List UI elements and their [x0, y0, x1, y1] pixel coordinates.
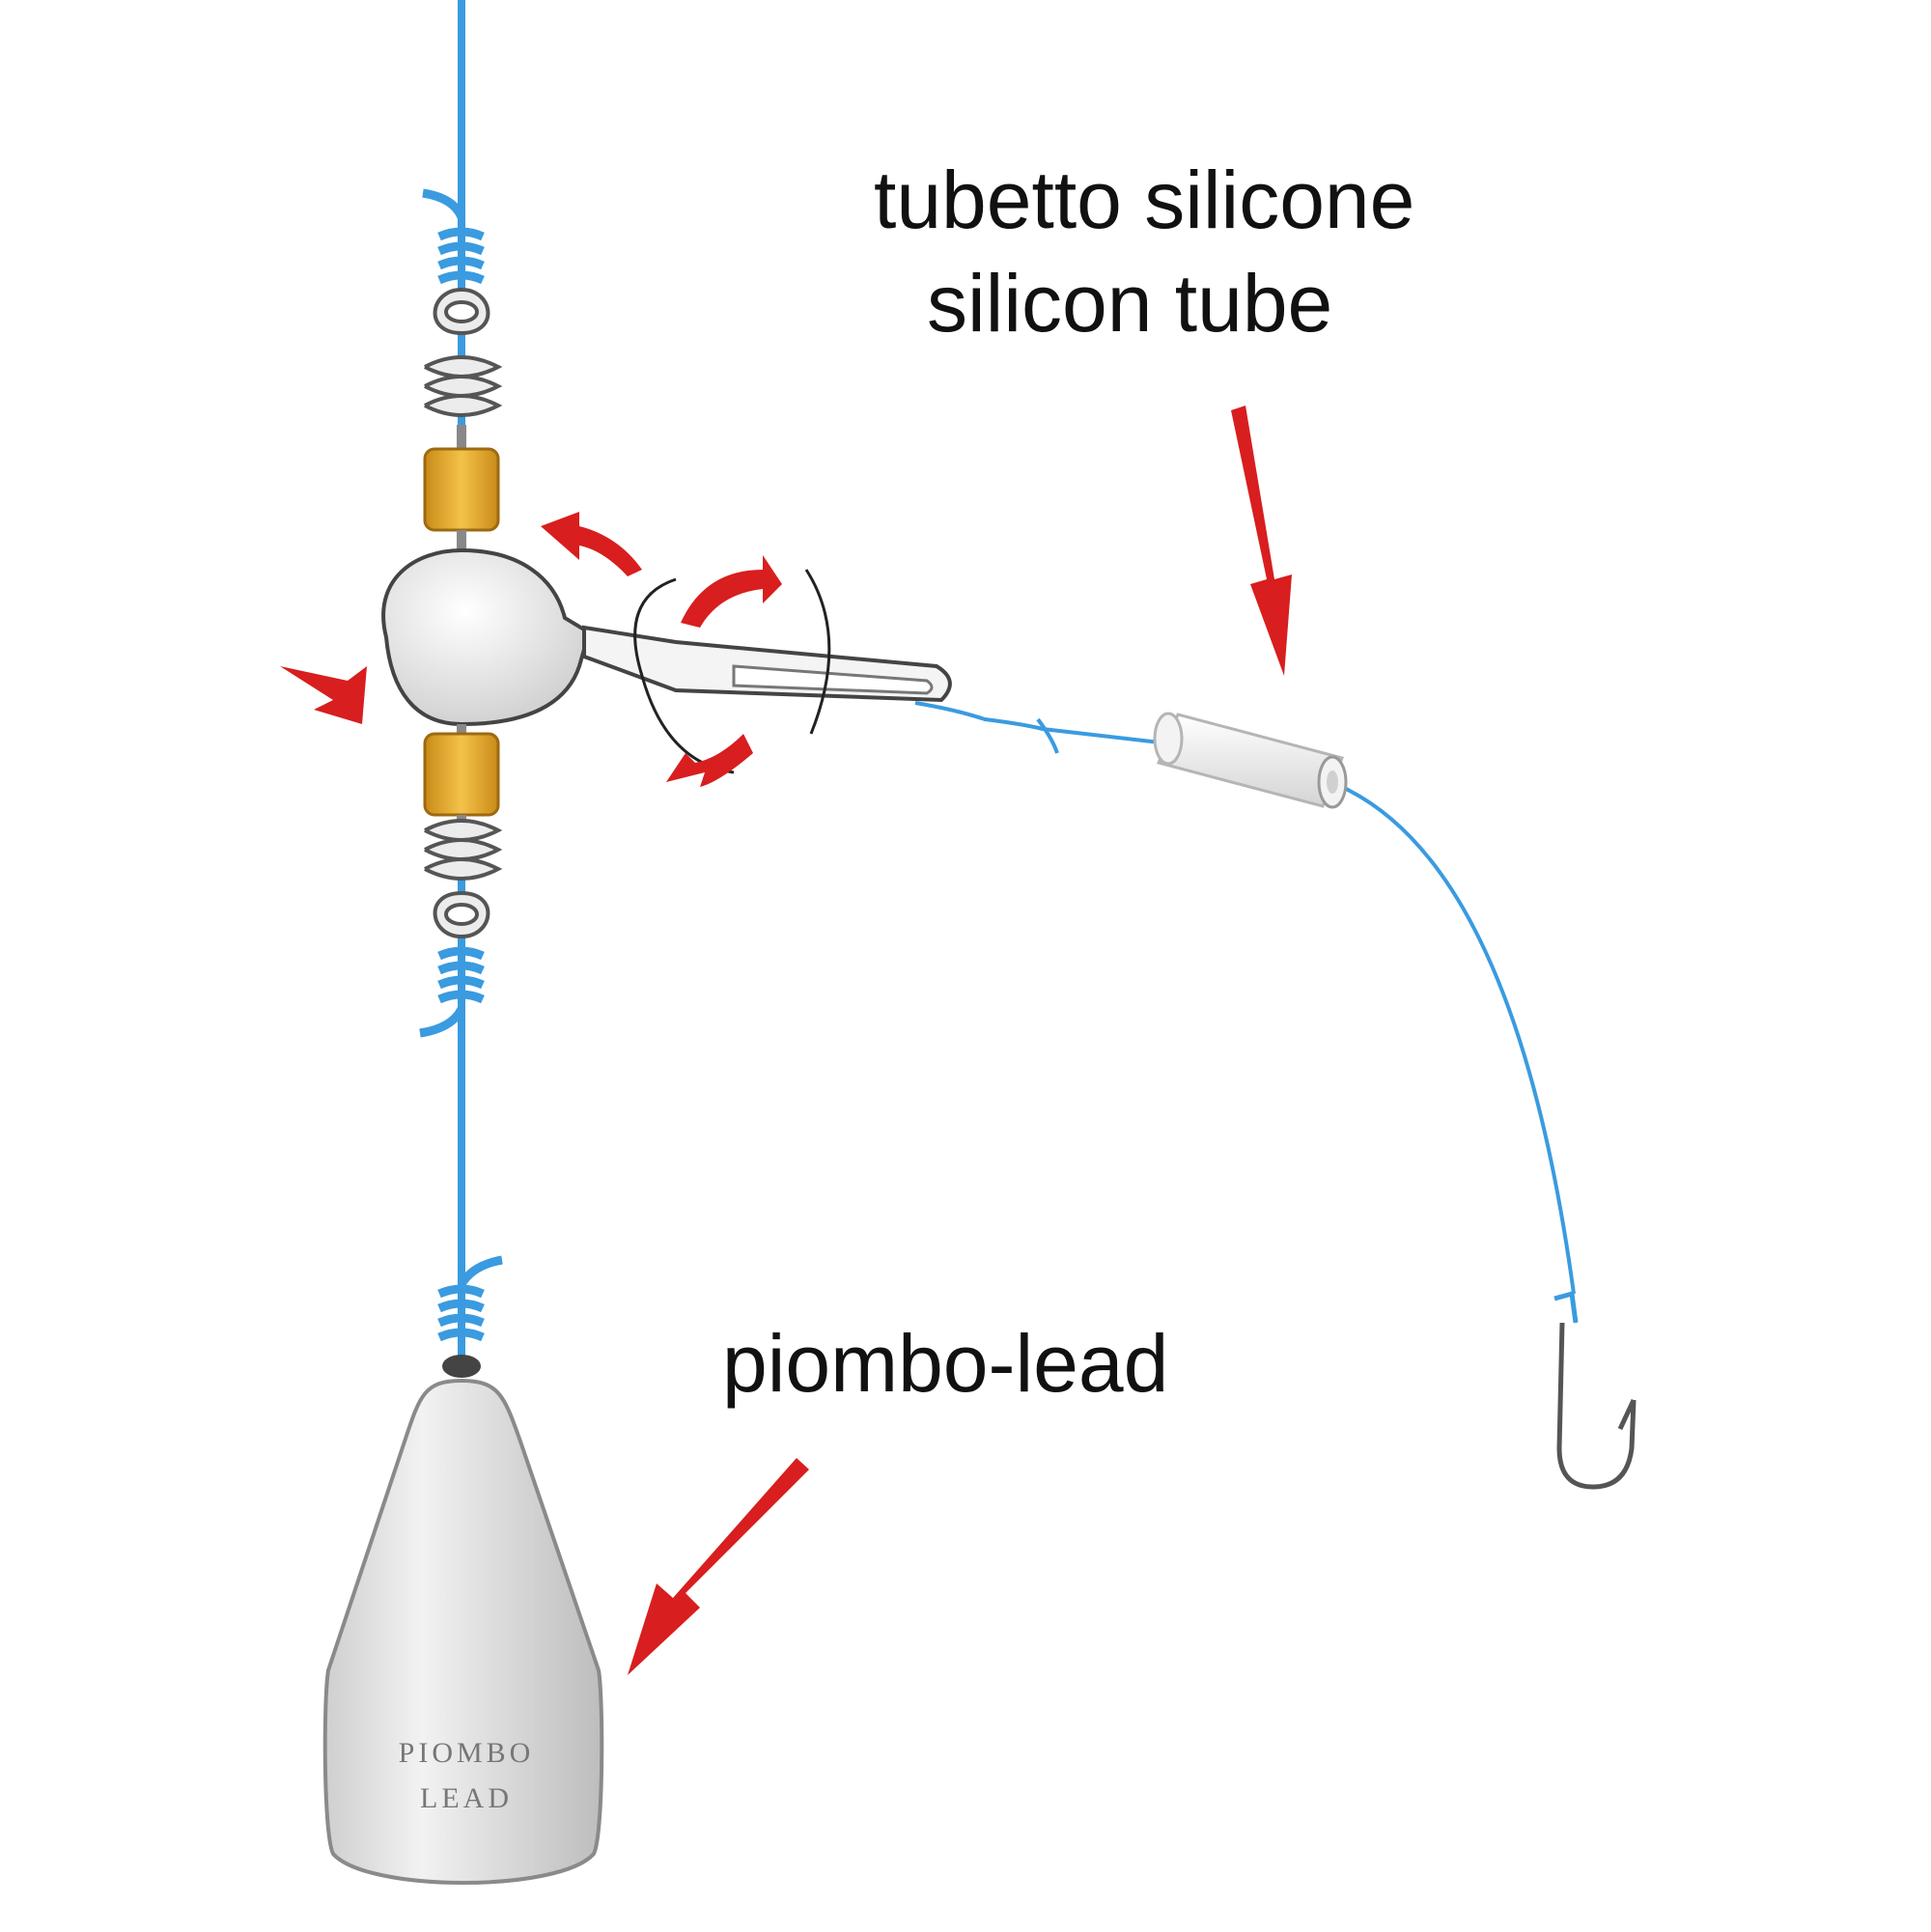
bottom-knot: [419, 946, 485, 1038]
lead-knot: [437, 1255, 503, 1342]
leader-line: [914, 701, 1576, 1295]
silicon-tube: [1153, 712, 1348, 809]
silicon-tube-label-english: silicon tube: [927, 258, 1333, 349]
sinker-engraving-line1: PIOMBO: [399, 1737, 535, 1769]
top-swivel: [424, 287, 503, 449]
lead-pointer-arrow: [628, 1458, 809, 1675]
tube-pointer-arrow: [1231, 406, 1292, 676]
hook-icon: [1553, 1290, 1637, 1490]
top-knot: [422, 188, 485, 285]
silicon-tube-label-italian: tubetto silicone: [874, 154, 1415, 245]
lead-sinker: PIOMBO LEAD: [322, 1355, 604, 1885]
top-bead: [423, 447, 500, 555]
sinker-engraving-line2: LEAD: [420, 1782, 513, 1814]
bottom-swivel: [424, 819, 503, 939]
rotation-arrows: [280, 512, 782, 787]
bottom-bead: [423, 724, 500, 832]
lead-label: piombo-lead: [722, 1318, 1169, 1409]
boom-swivel: [381, 547, 952, 774]
